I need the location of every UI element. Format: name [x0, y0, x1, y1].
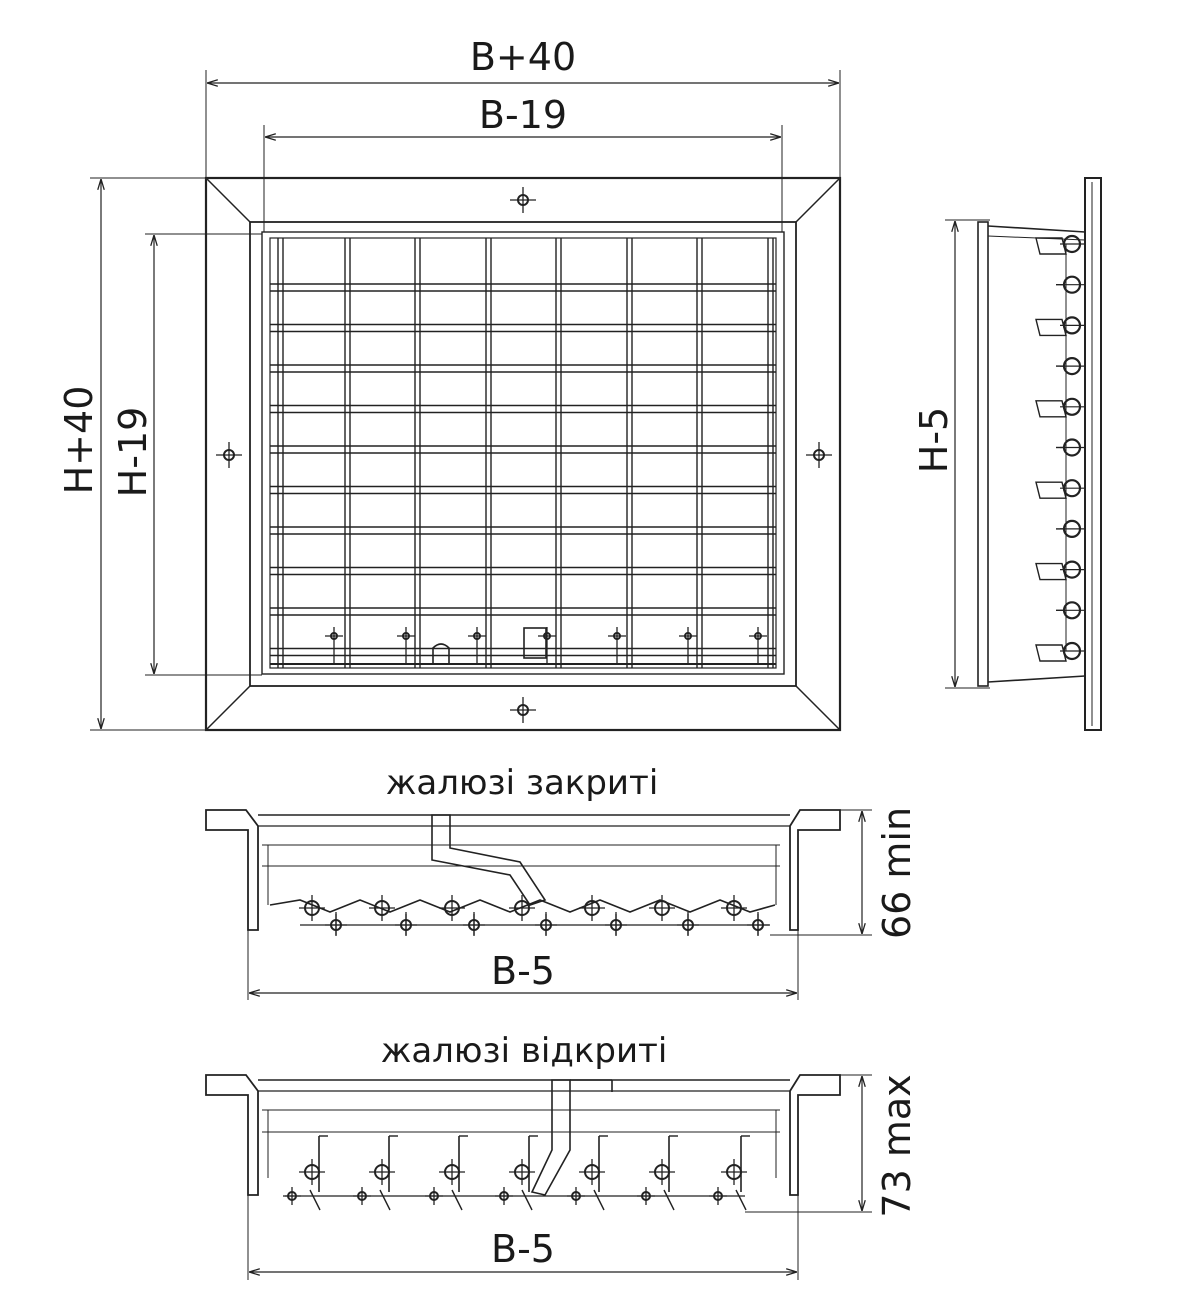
open-link-tail: [663, 1189, 675, 1211]
regulator-lever: [523, 627, 547, 659]
section-open: жалюзі відкриті 73 max B-5: [205, 1031, 919, 1280]
mounting-hole: [510, 697, 536, 723]
dim-label-open-depth: 73 max: [875, 1074, 919, 1217]
front-view: B+40 B-19 H+40 H-19: [57, 35, 842, 732]
dim-label-open-width: B-5: [491, 1227, 555, 1271]
dim-label-closed-width: B-5: [491, 949, 555, 993]
closed-blade-pivot: [439, 895, 465, 921]
closed-blade-pivot: [721, 895, 747, 921]
section-closed: жалюзі закриті 66 min B-5: [205, 763, 919, 1000]
open-blade-pivot: [721, 1159, 747, 1185]
open-blade-pivot: [369, 1159, 395, 1185]
dimension-open-width: B-5: [247, 1195, 799, 1280]
side-blade: [1035, 400, 1067, 418]
section-closed-body: [205, 809, 841, 931]
open-link-tail: [735, 1189, 747, 1211]
side-blade: [1035, 562, 1067, 581]
side-blade: [1035, 644, 1067, 662]
regulator-pin: [749, 627, 767, 645]
open-blade-pivot: [299, 1159, 325, 1185]
open-link-tail: [309, 1189, 321, 1211]
dimension-closed-width: B-5: [247, 930, 799, 1000]
dimension-open-depth: 73 max: [745, 1074, 919, 1218]
grille-frame: [204, 176, 842, 732]
open-blade-pivot: [509, 1159, 535, 1185]
dim-label-inner-width: B-19: [479, 93, 567, 137]
mounting-hole: [806, 442, 832, 468]
regulator-pin: [468, 627, 486, 645]
regulator-pin: [325, 627, 343, 645]
regulator-pin: [538, 627, 556, 645]
dim-label-side-height: H-5: [912, 407, 956, 473]
damper-regulators: [325, 627, 767, 664]
open-link-tail: [379, 1189, 391, 1211]
dim-label-closed-depth: 66 min: [875, 807, 919, 939]
open-link-tail: [521, 1189, 533, 1211]
open-blades: [283, 1135, 750, 1211]
side-blade: [1035, 318, 1067, 337]
open-blade-pivot: [579, 1159, 605, 1185]
regulator-pin: [397, 627, 415, 645]
regulator-handle: [432, 643, 450, 664]
caption-open: жалюзі відкриті: [381, 1031, 668, 1071]
open-blade-pivot: [649, 1159, 675, 1185]
dimension-inner-width: B-19: [263, 93, 783, 232]
side-flange: [1084, 177, 1102, 731]
dim-label-inner-height: H-19: [111, 407, 155, 498]
regulator-pin: [608, 627, 626, 645]
closed-blade-pivot: [369, 895, 395, 921]
louver-grid: [269, 237, 777, 669]
dimension-closed-depth: 66 min: [770, 807, 919, 939]
closed-blade-pivot: [299, 895, 325, 921]
dim-label-outer-width: B+40: [470, 35, 576, 79]
mounting-hole: [510, 187, 536, 213]
closed-blade-pivot: [649, 895, 675, 921]
side-view: H-5: [912, 177, 1102, 731]
open-blade-pivot: [439, 1159, 465, 1185]
mounting-hole: [216, 442, 242, 468]
regulator-pin: [679, 627, 697, 645]
dimension-outer-height: H+40: [57, 177, 206, 731]
open-link-tail: [593, 1189, 605, 1211]
closed-blades: [269, 895, 776, 936]
dimension-outer-width: B+40: [205, 35, 841, 178]
open-link-tail: [451, 1189, 463, 1211]
closed-blade-pivot: [579, 895, 605, 921]
caption-closed: жалюзі закриті: [386, 763, 659, 803]
dim-label-outer-height: H+40: [57, 386, 101, 495]
closed-blade-pivot: [509, 895, 535, 921]
side-blades: [1035, 234, 1084, 662]
side-blade: [1035, 237, 1067, 255]
closed-blade-chain: [269, 899, 776, 913]
mounting-holes: [216, 187, 832, 723]
side-blade: [1035, 481, 1067, 499]
section-open-body: [205, 1074, 841, 1196]
dimension-inner-height: H-19: [111, 233, 262, 676]
dimension-side-height: H-5: [912, 219, 990, 689]
